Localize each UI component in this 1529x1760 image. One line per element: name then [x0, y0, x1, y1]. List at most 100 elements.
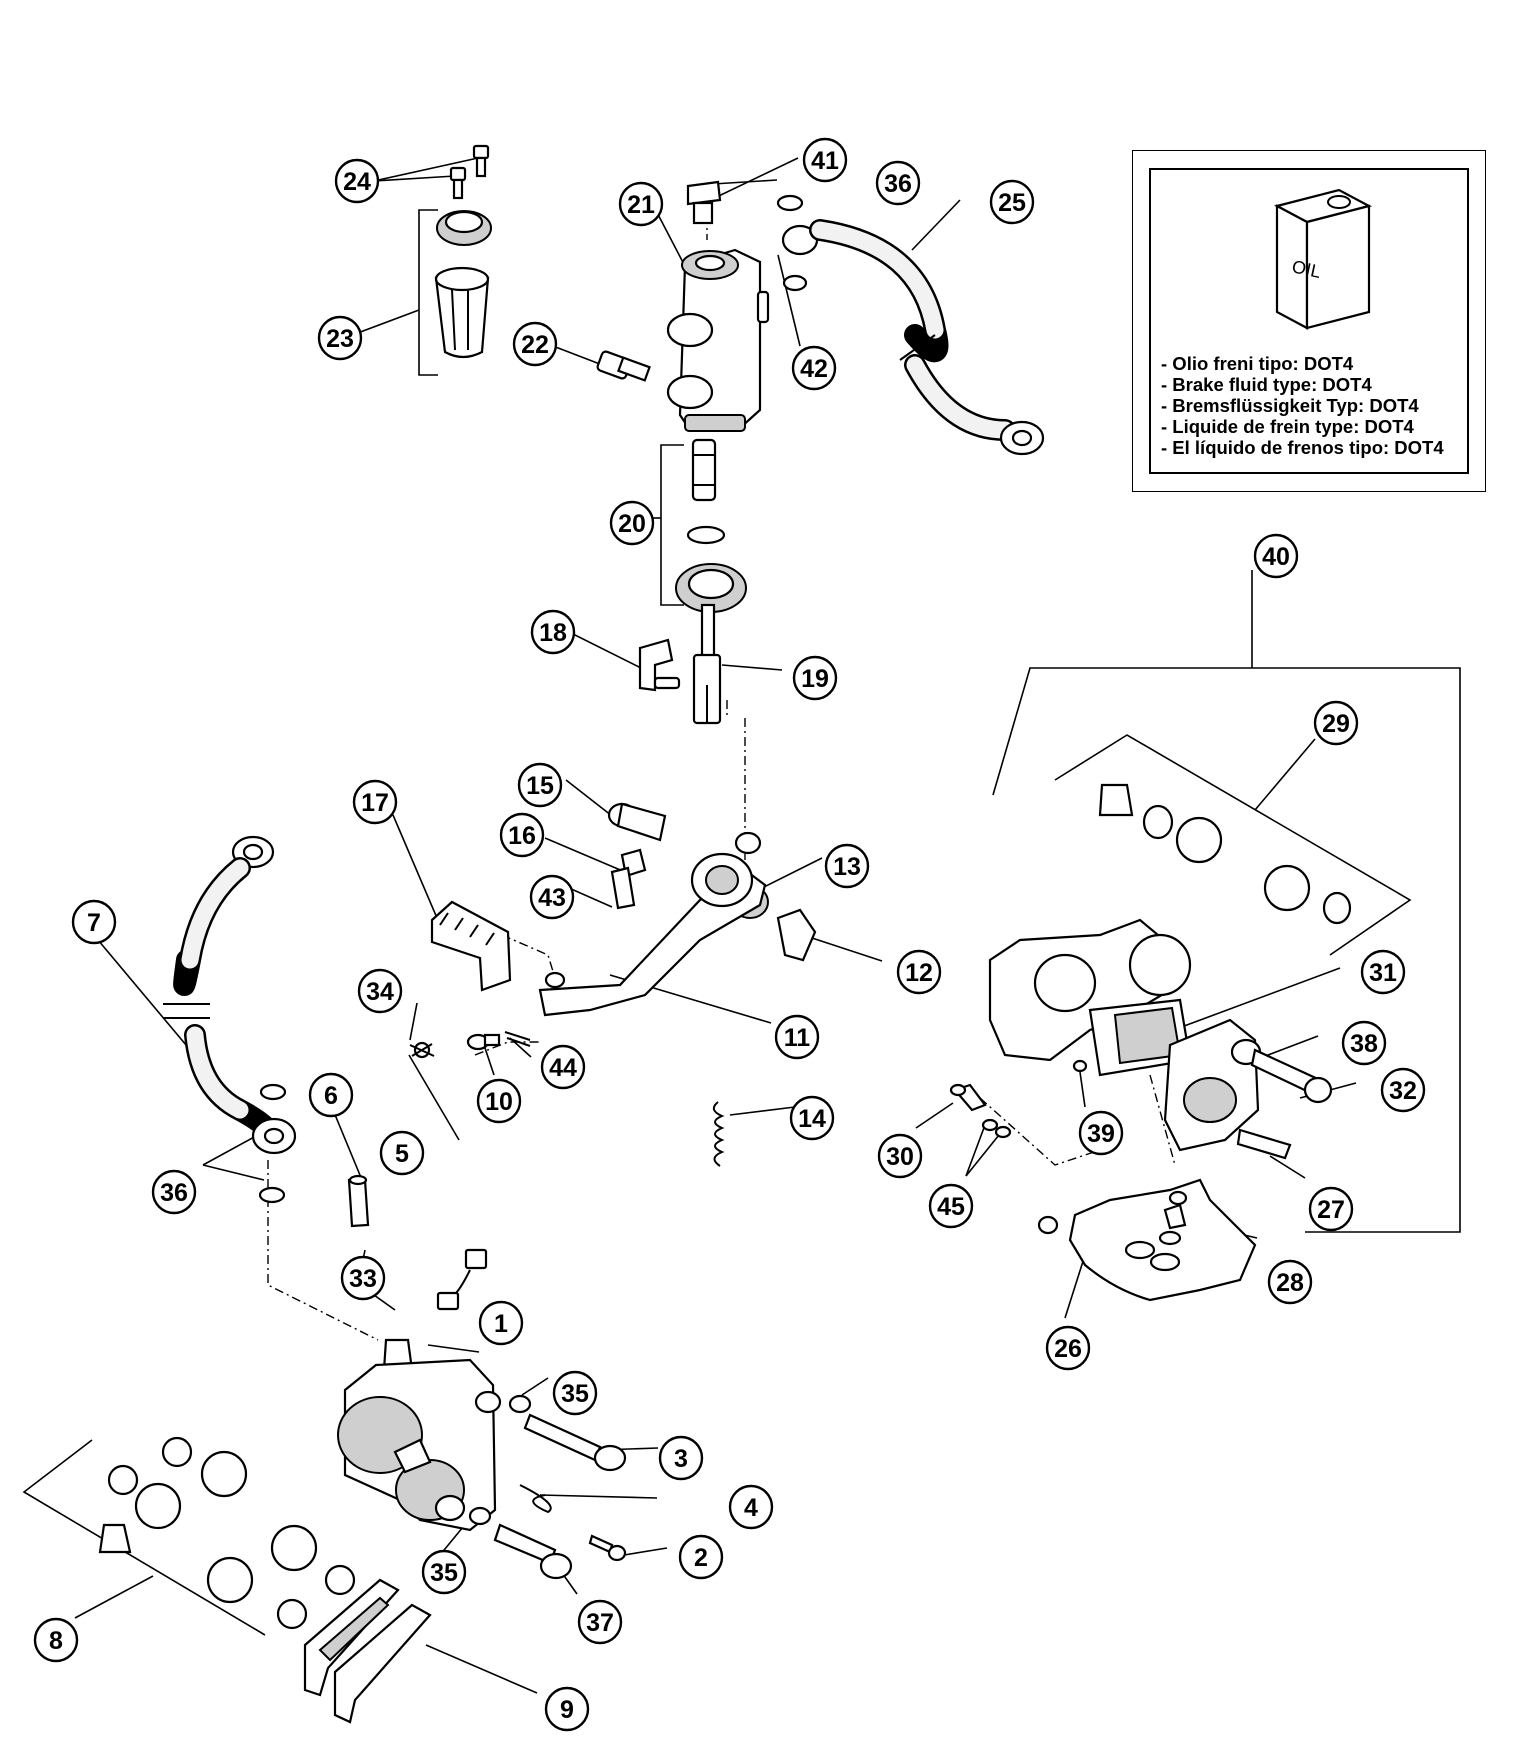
- callout-17: 17: [352, 779, 398, 825]
- svg-text:14: 14: [798, 1105, 826, 1133]
- callout-40: 40: [1253, 533, 1299, 579]
- svg-text:3: 3: [674, 1445, 688, 1473]
- callout-43: 43: [529, 874, 575, 920]
- brake-pads-9: [303, 1578, 432, 1724]
- note-german: - Bremsflüssigkeit Typ: DOT4: [1161, 395, 1419, 416]
- svg-text:24: 24: [343, 168, 371, 196]
- oil-can-icon: OIL: [1273, 188, 1373, 330]
- svg-text:22: 22: [521, 331, 549, 359]
- callout-25: 25: [989, 179, 1035, 225]
- callout-9: 9: [544, 1686, 590, 1732]
- rear-caliper-31: [988, 918, 1333, 1160]
- pedal-tip-17: [430, 900, 512, 992]
- svg-text:9: 9: [560, 1696, 574, 1724]
- svg-text:43: 43: [538, 884, 566, 912]
- callout-22: 22: [512, 321, 558, 367]
- callout-8: 8: [33, 1617, 79, 1663]
- clip-34: [409, 1041, 435, 1059]
- svg-text:5: 5: [395, 1140, 409, 1168]
- svg-text:26: 26: [1054, 1335, 1082, 1363]
- callout-42: 42: [791, 345, 837, 391]
- svg-text:34: 34: [366, 978, 394, 1006]
- caliper-1: [337, 1358, 502, 1532]
- callouts: 1 2 3 4 5 6 7 8 9 10 11 12 13 14 15 16 1…: [33, 137, 1426, 1732]
- callout-41: 41: [802, 137, 848, 183]
- screws-24: [449, 144, 490, 200]
- svg-text:36: 36: [884, 170, 912, 198]
- callout-36-lower: 36: [151, 1169, 197, 1215]
- callout-29: 29: [1313, 700, 1359, 746]
- svg-text:7: 7: [87, 909, 101, 937]
- callout-33: 33: [340, 1255, 386, 1301]
- svg-text:27: 27: [1317, 1196, 1345, 1224]
- svg-text:1: 1: [494, 1310, 508, 1338]
- callout-18: 18: [530, 609, 576, 655]
- svg-text:11: 11: [784, 1024, 811, 1052]
- callout-37: 37: [577, 1599, 623, 1645]
- reservoir-23: [434, 210, 492, 359]
- piston-kit-20: [675, 438, 747, 613]
- svg-text:20: 20: [618, 510, 646, 538]
- callout-38: 38: [1341, 1020, 1387, 1066]
- bleeder-30: [949, 1083, 987, 1112]
- svg-text:16: 16: [508, 822, 536, 850]
- svg-text:35: 35: [561, 1380, 589, 1408]
- svg-text:44: 44: [549, 1054, 577, 1082]
- bolt-2: [588, 1534, 627, 1562]
- banjo-bolt-41: [686, 180, 722, 225]
- callout-15: 15: [517, 762, 563, 808]
- brake-fluid-info-panel: OIL - Olio freni tipo: DOT4 - Brake flui…: [1149, 168, 1469, 474]
- callout-36-upper: 36: [875, 160, 921, 206]
- svg-text:36: 36: [160, 1179, 188, 1207]
- svg-text:10: 10: [485, 1088, 513, 1116]
- svg-text:45: 45: [937, 1193, 965, 1221]
- callout-27: 27: [1308, 1186, 1354, 1232]
- hose-7: [163, 835, 297, 1155]
- bolt-10: [466, 1033, 501, 1051]
- disc-guard-26: [1037, 1178, 1257, 1302]
- callout-1: 1: [478, 1300, 524, 1346]
- svg-text:23: 23: [326, 325, 354, 353]
- callout-23: 23: [317, 315, 363, 361]
- note-english: - Brake fluid type: DOT4: [1161, 374, 1372, 395]
- callout-31: 31: [1360, 949, 1406, 995]
- callout-39: 39: [1078, 1110, 1124, 1156]
- callout-24: 24: [334, 158, 380, 204]
- callout-7: 7: [71, 899, 117, 945]
- svg-text:21: 21: [627, 191, 655, 219]
- svg-text:40: 40: [1262, 543, 1290, 571]
- master-cylinder-21: [666, 248, 770, 432]
- svg-text:12: 12: [905, 959, 933, 987]
- callout-45: 45: [928, 1183, 974, 1229]
- svg-text:8: 8: [49, 1627, 63, 1655]
- svg-text:2: 2: [694, 1544, 708, 1572]
- callout-12: 12: [896, 949, 942, 995]
- callout-20: 20: [609, 500, 655, 546]
- pin-37: [493, 1523, 573, 1580]
- svg-text:15: 15: [526, 772, 554, 800]
- piston-kit-8: [98, 1436, 356, 1630]
- svg-text:13: 13: [833, 853, 861, 881]
- callout-16: 16: [499, 812, 545, 858]
- callout-35-lower: 35: [421, 1549, 467, 1595]
- svg-text:32: 32: [1389, 1077, 1417, 1105]
- svg-text:31: 31: [1369, 959, 1397, 987]
- brake-fluid-notes: - Olio freni tipo: DOT4 - Brake fluid ty…: [1161, 353, 1444, 458]
- note-italian: - Olio freni tipo: DOT4: [1161, 353, 1354, 374]
- bleeder-6: [347, 1174, 370, 1228]
- callout-6: 6: [308, 1072, 354, 1118]
- brake-fluid-info-box: OIL - Olio freni tipo: DOT4 - Brake flui…: [1132, 150, 1486, 492]
- svg-text:41: 41: [811, 147, 839, 175]
- note-french: - Liquide de frein type: DOT4: [1161, 416, 1414, 437]
- callout-44: 44: [540, 1044, 586, 1090]
- screw-22: [596, 350, 651, 382]
- callout-14: 14: [789, 1095, 835, 1141]
- svg-text:39: 39: [1087, 1120, 1115, 1148]
- clip-18: [638, 638, 681, 692]
- callout-21: 21: [618, 181, 664, 227]
- parts-artwork: [98, 144, 1352, 1724]
- svg-text:28: 28: [1276, 1269, 1304, 1297]
- callout-34: 34: [357, 968, 403, 1014]
- svg-text:18: 18: [539, 619, 567, 647]
